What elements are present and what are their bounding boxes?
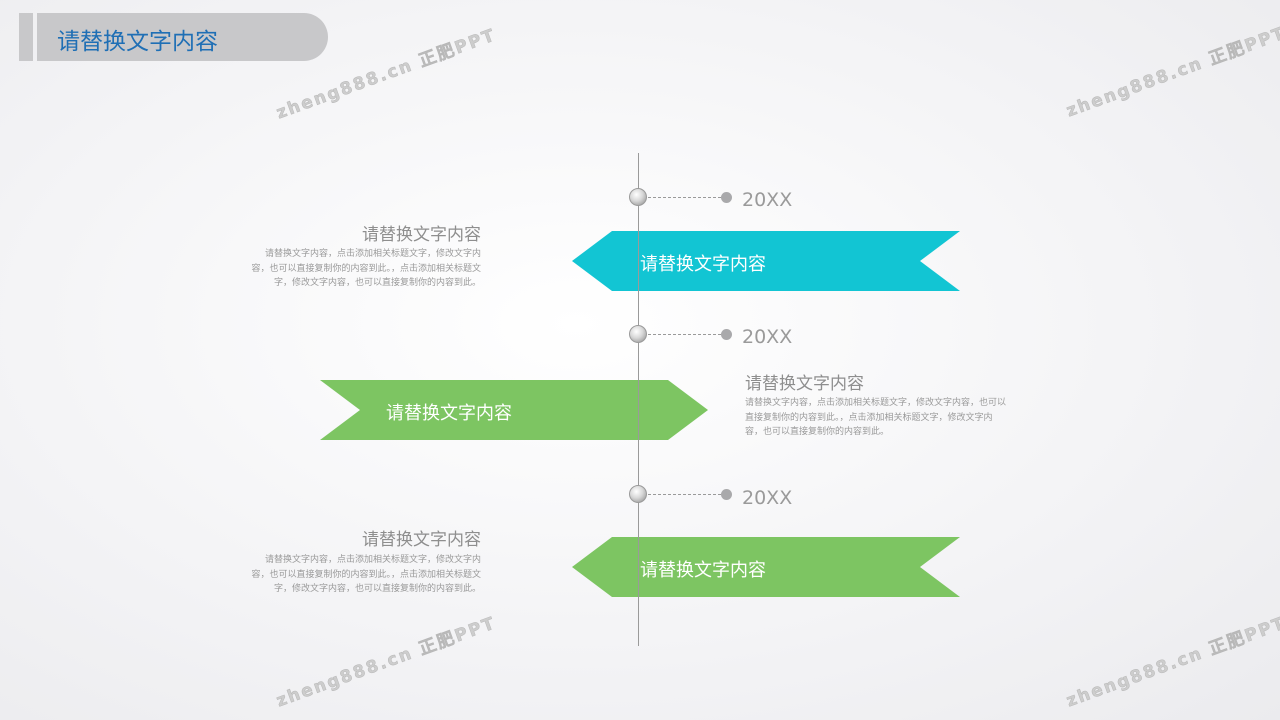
ribbon-2 xyxy=(320,380,708,440)
year-dot xyxy=(721,329,732,340)
year-label: 20XX xyxy=(742,487,793,509)
timeline-node xyxy=(629,325,647,343)
timeline-axis xyxy=(638,153,639,646)
ribbon-label: 请替换文字内容 xyxy=(640,560,766,581)
timeline-node xyxy=(629,188,647,206)
ribbon-label: 请替换文字内容 xyxy=(386,403,512,424)
item-title: 请替换文字内容 xyxy=(362,530,481,550)
page-title: 请替换文字内容 xyxy=(57,29,218,55)
year-dot xyxy=(721,489,732,500)
ribbon-3 xyxy=(572,537,960,597)
connector-line xyxy=(648,494,726,495)
header-accent-bar xyxy=(19,13,33,61)
year-label: 20XX xyxy=(742,189,793,211)
timeline-node xyxy=(629,485,647,503)
connector-line xyxy=(648,334,726,335)
ribbon-label: 请替换文字内容 xyxy=(640,254,766,275)
year-dot xyxy=(721,192,732,203)
connector-line xyxy=(648,197,726,198)
ribbon-1 xyxy=(572,231,960,291)
item-body: 请替换文字内容，点击添加相关标题文字，修改文字内容，也可以直接复制你的内容到此。… xyxy=(745,398,1007,437)
item-body: 请替换文字内容，点击添加相关标题文字，修改文字内容，也可以直接复制你的内容到此。… xyxy=(251,555,481,594)
item-title: 请替换文字内容 xyxy=(362,225,481,245)
item-title: 请替换文字内容 xyxy=(745,374,864,394)
year-label: 20XX xyxy=(742,326,793,348)
header-banner xyxy=(37,13,328,61)
item-body: 请替换文字内容，点击添加相关标题文字，修改文字内容，也可以直接复制你的内容到此。… xyxy=(251,249,481,288)
